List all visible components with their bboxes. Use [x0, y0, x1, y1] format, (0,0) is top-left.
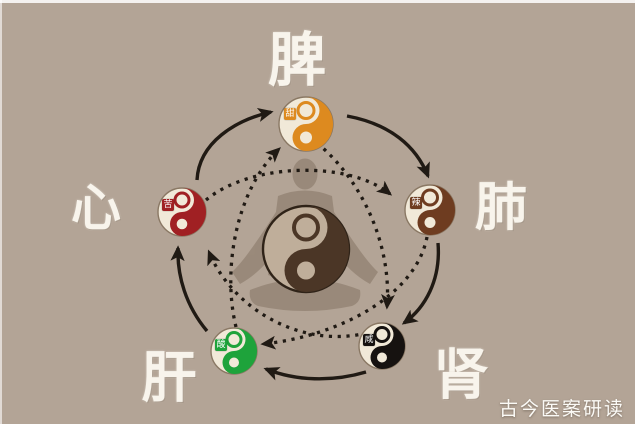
taste-badge-liver: 酸	[215, 339, 227, 351]
arrow-liver-to-spleen	[229, 147, 281, 328]
organ-label-lung: 肺	[474, 178, 528, 238]
arrow-lung-to-kidney	[401, 242, 441, 325]
kidney-yinyang-ball	[358, 322, 406, 370]
top-edge-line	[0, 0, 635, 3]
central-yinyang	[261, 204, 351, 294]
organ-label-kidney: 肾	[433, 342, 489, 407]
arrow-heart-to-spleen	[195, 107, 274, 181]
organ-label-heart: 心	[71, 179, 121, 237]
arrow-spleen-to-lung	[346, 114, 430, 179]
taste-badge-spleen: 甜	[284, 108, 296, 120]
lung-yinyang-ball	[404, 184, 456, 236]
organ-label-liver: 肝	[141, 345, 197, 410]
arrow-spleen-to-kidney	[315, 141, 395, 310]
watermark-text: 古今医案研读	[498, 398, 625, 420]
arrow-kidney-to-liver	[263, 367, 367, 381]
arrow-liver-to-heart	[170, 245, 209, 333]
taste-badge-heart: 苦	[162, 199, 174, 211]
arrow-kidney-to-heart	[207, 249, 368, 339]
organ-label-spleen: 脾	[267, 26, 327, 94]
heart-yinyang-ball	[157, 187, 207, 237]
arrow-heart-to-lung	[204, 168, 393, 202]
taste-badge-kidney: 咸	[363, 334, 375, 346]
spleen-yinyang-ball	[278, 96, 334, 152]
taste-badge-lung: 辣	[410, 197, 422, 209]
left-edge-line	[0, 0, 2, 424]
controlling-cycle-arrows	[204, 141, 429, 350]
generating-cycle-arrows	[170, 107, 441, 381]
liver-yinyang-ball	[210, 327, 258, 375]
